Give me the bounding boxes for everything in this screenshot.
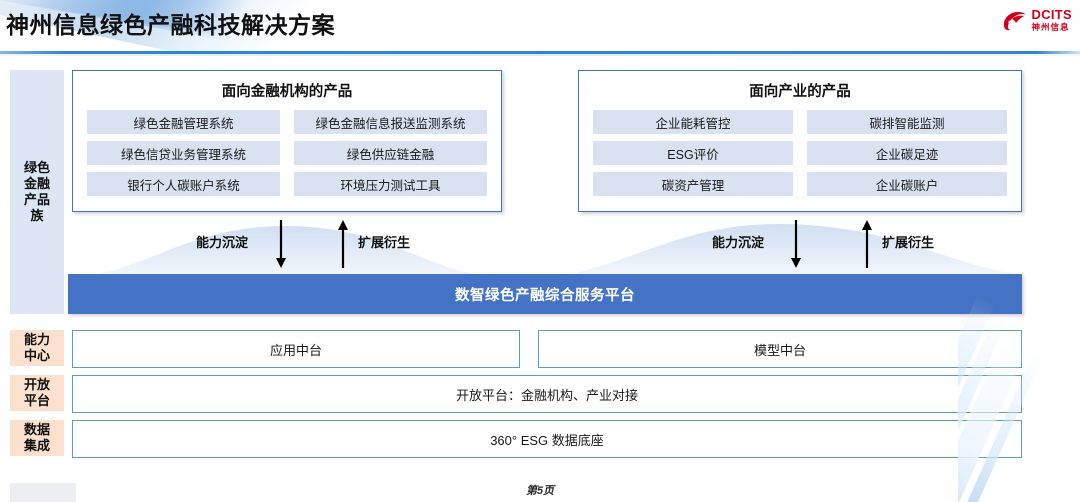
page-title: 神州信息绿色产融科技解决方案 — [6, 12, 335, 38]
product-tile[interactable]: 环境压力测试工具 — [294, 172, 487, 196]
product-tile[interactable]: 企业能耗管控 — [593, 110, 793, 134]
panel-grid-financial: 绿色金融管理系统 绿色金融信息报送监测系统 绿色信贷业务管理系统 绿色供应链金融… — [73, 101, 501, 196]
rail-item-capability-center: 能力 中心 — [10, 330, 64, 366]
arrow-down-left-icon — [276, 220, 286, 268]
flow-label-left-down: 能力沉淀 — [196, 235, 249, 250]
product-tile[interactable]: 碳资产管理 — [593, 172, 793, 196]
rail-label-green-finance: 绿色 金融 产品 族 — [23, 160, 50, 223]
flow-label-right-up: 扩展衍生 — [882, 235, 935, 250]
logo-text-en: DCITS — [1031, 7, 1072, 22]
platform-label: 数智绿色产融综合服务平台 — [455, 287, 635, 304]
logo-wordmark: DCITS 神州信息 — [1032, 8, 1073, 32]
bottom-left-corner-block — [10, 483, 76, 502]
panel-title-financial: 面向金融机构的产品 — [221, 84, 353, 100]
brand-logo: DCITS 神州信息 — [1001, 8, 1073, 32]
panel-title-industry: 面向产业的产品 — [749, 84, 851, 100]
page-number: 第5页 — [525, 485, 555, 497]
capability-label-application: 应用中台 — [269, 342, 322, 358]
flow-label-left-up: 扩展衍生 — [358, 235, 411, 250]
arrow-up-left-icon — [338, 220, 348, 268]
panel-industry-products: 面向产业的产品 企业能耗管控 碳排智能监测 ESG评价 企业碳足迹 碳资产管理 … — [578, 70, 1022, 212]
product-tile[interactable]: 绿色金融信息报送监测系统 — [294, 110, 487, 134]
rail-label-open-platform: 开放 平台 — [23, 377, 50, 408]
platform-bar[interactable]: 数智绿色产融综合服务平台 — [68, 274, 1022, 314]
data-integration-box[interactable]: 360° ESG 数据底座 — [72, 420, 1022, 458]
product-tile[interactable]: ESG评价 — [593, 141, 793, 165]
data-integration-label: 360° ESG 数据底座 — [490, 432, 604, 448]
open-platform-box[interactable]: 开放平台：金融机构、产业对接 — [72, 375, 1022, 413]
flow-label-right-down: 能力沉淀 — [712, 235, 765, 250]
logo-text-cn: 神州信息 — [1031, 22, 1070, 32]
product-tile[interactable]: 企业碳账户 — [807, 172, 1007, 196]
rail-label-data-integration: 数据 集成 — [23, 422, 50, 453]
header-divider-line-soft — [0, 54, 1080, 56]
slide-header: 神州信息绿色产融科技解决方案 DCITS 神州信息 — [0, 0, 1080, 56]
rail-item-open-platform: 开放 平台 — [10, 375, 64, 411]
product-tile[interactable]: 绿色供应链金融 — [294, 141, 487, 165]
rail-item-data-integration: 数据 集成 — [10, 420, 64, 456]
rail-label-capability-center: 能力 中心 — [23, 332, 50, 363]
open-platform-label: 开放平台：金融机构、产业对接 — [455, 387, 638, 403]
capability-box-application-midplatform[interactable]: 应用中台 — [72, 330, 520, 368]
panel-financial-institution-products: 面向金融机构的产品 绿色金融管理系统 绿色金融信息报送监测系统 绿色信贷业务管理… — [72, 70, 502, 212]
panel-grid-industry: 企业能耗管控 碳排智能监测 ESG评价 企业碳足迹 碳资产管理 企业碳账户 — [579, 101, 1021, 196]
product-tile[interactable]: 绿色信贷业务管理系统 — [87, 141, 280, 165]
header-divider-line — [0, 51, 1080, 54]
arrow-down-right-icon — [791, 220, 801, 268]
product-tile[interactable]: 碳排智能监测 — [807, 110, 1007, 134]
rail-item-green-finance: 绿色 金融 产品 族 — [10, 70, 64, 314]
arrow-up-right-icon — [862, 220, 872, 268]
capability-label-model: 模型中台 — [753, 342, 806, 358]
product-tile[interactable]: 银行个人碳账户系统 — [87, 172, 280, 196]
dcits-swoosh-icon — [1003, 11, 1026, 30]
capability-box-model-midplatform[interactable]: 模型中台 — [538, 330, 1022, 368]
product-tile[interactable]: 企业碳足迹 — [807, 141, 1007, 165]
product-tile[interactable]: 绿色金融管理系统 — [87, 110, 280, 134]
